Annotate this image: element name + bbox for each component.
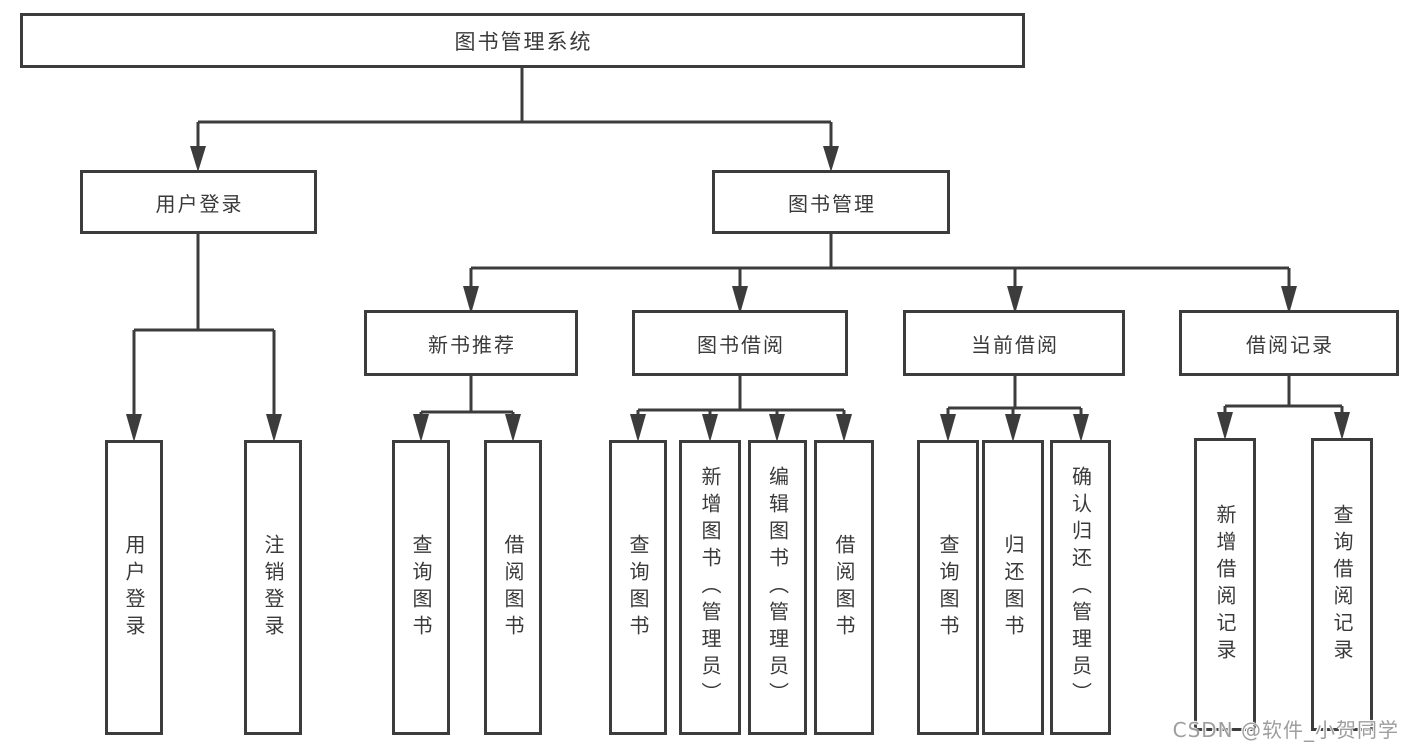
leaf-borrow-query-books: 查询图书 (609, 440, 667, 735)
leaf-record-add-label: 新增借阅记录 (1213, 503, 1237, 666)
node-user-login-branch: 用户登录 (80, 170, 317, 234)
leaf-user-login-label: 用户登录 (122, 533, 146, 642)
node-borrow-record: 借阅记录 (1179, 310, 1399, 376)
leaf-record-add: 新增借阅记录 (1194, 438, 1256, 731)
leaf-current-query-books: 查询图书 (917, 440, 979, 735)
connector-book-borrow-children (630, 376, 852, 442)
node-book-management: 图书管理 (712, 170, 950, 234)
leaf-borrow-add-books-admin: 新增图书（管理员） (679, 440, 741, 735)
leaf-borrow-edit-books-admin: 编辑图书（管理员） (748, 440, 807, 735)
leaf-logout: 注销登录 (244, 440, 302, 735)
leaf-current-return-books-label: 归还图书 (1001, 533, 1025, 642)
node-book-management-label: 图书管理 (788, 191, 876, 216)
node-root-label: 图书管理系统 (454, 29, 593, 54)
node-new-book-recommend: 新书推荐 (364, 310, 578, 376)
leaf-newbook-query-books: 查询图书 (392, 440, 450, 735)
leaf-borrow-edit-books-admin-label: 编辑图书（管理员） (765, 466, 790, 709)
leaf-borrow-add-books-admin-label: 新增图书（管理员） (698, 466, 722, 709)
leaf-current-confirm-return-admin: 确认归还（管理员） (1050, 440, 1111, 735)
node-user-login-branch-label: 用户登录 (155, 191, 244, 216)
leaf-logout-label: 注销登录 (261, 533, 285, 642)
node-new-book-recommend-label: 新书推荐 (428, 332, 516, 357)
connector-new-book-children (413, 376, 521, 442)
node-current-borrow: 当前借阅 (903, 310, 1125, 376)
connector-borrow-record-children (1217, 376, 1350, 440)
leaf-current-confirm-return-admin-label: 确认归还（管理员） (1068, 466, 1093, 709)
connector-user-login-children (126, 234, 282, 442)
leaf-current-return-books: 归还图书 (982, 440, 1044, 735)
connector-current-borrow-children (940, 376, 1089, 442)
leaf-newbook-query-books-label: 查询图书 (409, 533, 433, 642)
leaf-current-query-books-label: 查询图书 (936, 533, 960, 642)
node-root: 图书管理系统 (20, 13, 1025, 68)
leaf-record-query-label: 查询借阅记录 (1330, 503, 1354, 666)
connector-root-to-level2 (190, 68, 839, 172)
leaf-newbook-borrow-books-label: 借阅图书 (501, 533, 525, 642)
node-borrow-record-label: 借阅记录 (1246, 332, 1334, 357)
leaf-borrow-query-books-label: 查询图书 (626, 533, 650, 642)
connector-book-management-children (463, 234, 1297, 314)
watermark: CSDN @软件_小贺同学 (1172, 718, 1399, 742)
leaf-newbook-borrow-books: 借阅图书 (484, 440, 542, 735)
leaf-borrow-borrow-books-label: 借阅图书 (832, 533, 856, 642)
leaf-record-query: 查询借阅记录 (1311, 438, 1373, 731)
leaf-borrow-borrow-books: 借阅图书 (814, 440, 874, 735)
node-current-borrow-label: 当前借阅 (971, 332, 1059, 357)
leaf-user-login: 用户登录 (105, 440, 163, 735)
node-book-borrow-label: 图书借阅 (697, 332, 785, 357)
node-book-borrow: 图书借阅 (632, 310, 848, 376)
